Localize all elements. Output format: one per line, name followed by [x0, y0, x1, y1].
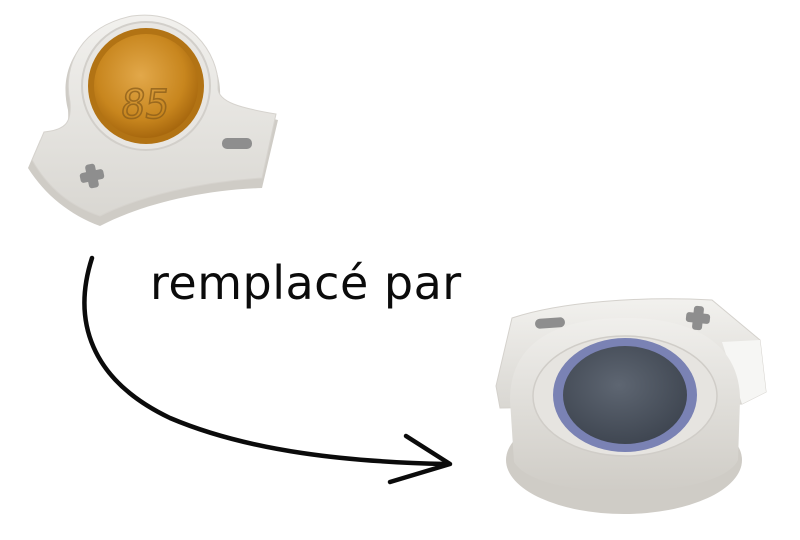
- old-dpad-icon: [79, 163, 105, 189]
- new-display: [563, 346, 687, 444]
- new-side-button: [535, 317, 565, 329]
- old-side-button: [222, 138, 252, 149]
- new-device-wing-right: [722, 340, 766, 404]
- old-display: [94, 34, 198, 138]
- curved-arrow-icon: [82, 255, 453, 485]
- old-display-reading: 85: [118, 82, 173, 128]
- old-sensor-device: 85: [28, 14, 278, 226]
- new-dpad-icon: [685, 305, 711, 331]
- new-sensor-device: [495, 298, 767, 514]
- caption: remplacé par: [150, 256, 462, 310]
